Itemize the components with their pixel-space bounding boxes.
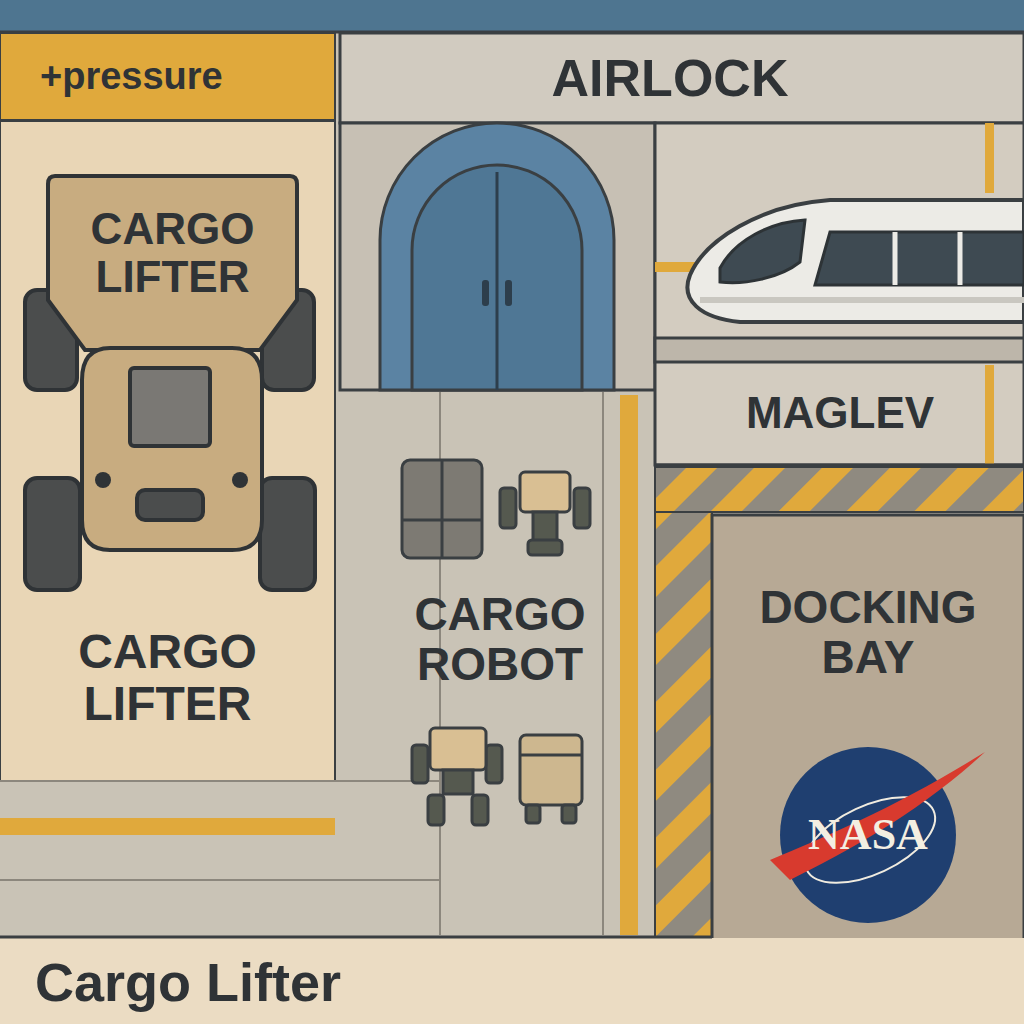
illustration-part xyxy=(562,805,576,823)
illustration-part xyxy=(712,515,1024,978)
illustration-part xyxy=(428,795,444,825)
area-label: NASA xyxy=(784,811,952,859)
illustration-part xyxy=(482,280,489,306)
illustration-part xyxy=(687,200,1024,322)
illustration-part xyxy=(780,747,956,923)
illustration-part xyxy=(430,728,486,770)
illustration-part xyxy=(130,368,210,446)
illustration-part xyxy=(0,818,335,835)
illustration-part xyxy=(48,176,297,350)
cargo-lifter-vehicle: CARGO LIFTER xyxy=(48,175,297,315)
illustration-part xyxy=(412,745,428,783)
illustration-part xyxy=(655,123,1024,465)
illustration-part xyxy=(0,33,335,120)
illustration-part xyxy=(985,123,994,193)
illustration-part xyxy=(402,519,482,522)
illustration-part xyxy=(0,0,1024,31)
illustration-part xyxy=(655,338,1024,362)
area-label: MAGLEV xyxy=(695,389,985,437)
area-label: CARGO LIFTER xyxy=(35,626,300,730)
illustration-part xyxy=(893,232,898,285)
area-label: DOCKING BAY xyxy=(722,583,1014,682)
illustration-part xyxy=(526,805,540,823)
illustration-part xyxy=(528,540,562,555)
illustration-part xyxy=(137,490,203,520)
illustration-part xyxy=(441,460,444,558)
cargo-lifter-panel: CARGO LIFTER CARGO LIFTER xyxy=(0,121,335,781)
illustration-part xyxy=(655,467,1024,512)
illustration-part xyxy=(958,232,963,285)
illustration-part xyxy=(700,297,1024,303)
pressure-band: +pressure xyxy=(0,33,335,120)
illustration-part xyxy=(520,754,582,757)
illustration-part xyxy=(380,123,614,390)
docking-bay: DOCKING BAY NASA xyxy=(712,515,1024,978)
illustration-part xyxy=(232,472,248,488)
illustration-part xyxy=(655,262,695,272)
illustration-part xyxy=(472,795,488,825)
illustration-part xyxy=(815,232,1024,285)
illustration-part xyxy=(720,220,805,283)
illustration-part xyxy=(402,460,482,558)
illustration-part xyxy=(985,365,994,465)
airlock-band: AIRLOCK xyxy=(340,33,1024,123)
area-label: CARGO ROBOT xyxy=(385,590,615,689)
illustration-part xyxy=(520,472,570,512)
illustration-part xyxy=(25,478,80,590)
illustration-part xyxy=(0,938,1024,1024)
illustration-part xyxy=(533,512,557,542)
area-label: AIRLOCK xyxy=(440,50,900,106)
area-label: Cargo Lifter xyxy=(35,953,735,1011)
area-label: +pressure xyxy=(40,56,320,97)
illustration-part xyxy=(0,879,440,881)
illustration-part xyxy=(655,512,712,937)
illustration-part xyxy=(82,348,262,550)
illustration-part xyxy=(0,936,712,939)
area-label: CARGO LIFTER xyxy=(62,205,283,300)
nasa-logo: NASA xyxy=(780,747,956,923)
illustration-part xyxy=(505,280,512,306)
illustration-part xyxy=(496,172,499,390)
illustration-part xyxy=(260,478,315,590)
illustration-part xyxy=(486,745,502,783)
illustration-part xyxy=(500,488,516,528)
illustration-part xyxy=(340,33,1024,123)
maglev-room: MAGLEV xyxy=(655,125,1024,465)
illustration-part xyxy=(95,472,111,488)
illustration-part xyxy=(0,780,440,782)
illustration-part xyxy=(770,752,985,880)
illustration-part xyxy=(443,770,473,794)
illustration-part xyxy=(0,121,335,781)
illustration-part xyxy=(574,488,590,528)
cargo-robot-corridor: CARGO ROBOT xyxy=(340,390,655,938)
bottom-band: Cargo Lifter xyxy=(0,940,1024,1024)
illustration-part xyxy=(520,735,582,805)
illustration-part xyxy=(602,392,604,935)
illustration-part xyxy=(25,176,315,590)
illustration-part xyxy=(412,165,582,390)
illustration-part xyxy=(340,123,655,390)
illustration-part xyxy=(620,395,638,935)
